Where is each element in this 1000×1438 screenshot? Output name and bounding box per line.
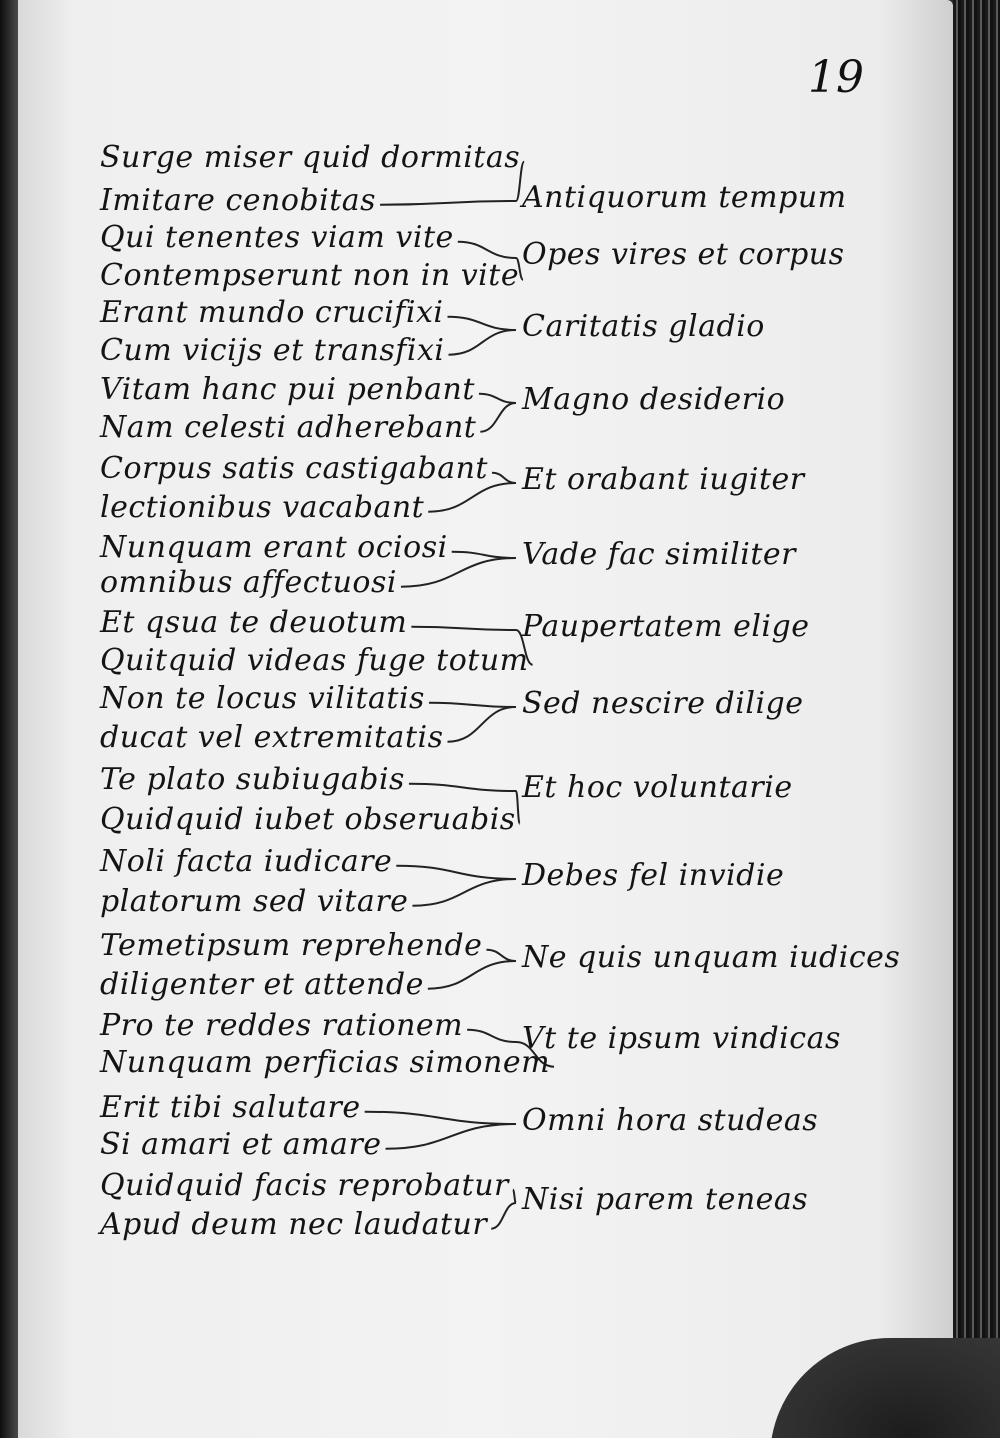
- verse-line: Surge miser quid dormitas: [100, 140, 521, 175]
- verse-line: Et hoc voluntarie: [522, 770, 793, 805]
- connector-stroke: [515, 257, 525, 281]
- connector-stroke: [427, 960, 517, 990]
- verse-line: Vade fac similiter: [522, 537, 796, 572]
- connector-stroke: [428, 482, 517, 513]
- page-edges: [953, 0, 1000, 1438]
- connector-stroke: [511, 1188, 517, 1204]
- verse-line: Magno desiderio: [522, 382, 786, 417]
- verse-line: Sed nescire dilige: [522, 686, 804, 721]
- connector-stroke: [408, 782, 517, 792]
- verse-line: Temetipsum reprehende: [100, 928, 483, 963]
- connector-stroke: [396, 864, 517, 880]
- verse-line: Nisi parem teneas: [522, 1182, 809, 1217]
- verse-line: Non te locus vilitatis: [100, 681, 425, 716]
- connector-stroke: [515, 160, 526, 202]
- verse-line: Caritatis gladio: [522, 309, 765, 344]
- connector-stroke: [447, 706, 517, 743]
- verse-line: Noli facta iudicare: [100, 844, 393, 879]
- verse-line: lectionibus vacabant: [100, 490, 425, 525]
- connector-stroke: [486, 948, 517, 962]
- verse-line: Nunquam erant ociosi: [100, 530, 448, 565]
- verse-line: Antiquorum tempum: [522, 180, 847, 215]
- verse-line: platorum sed vitare: [100, 884, 409, 919]
- connector-stroke: [447, 315, 517, 331]
- verse-line: Si amari et amare: [100, 1127, 382, 1162]
- manuscript-page: [18, 0, 953, 1438]
- connector-stroke: [451, 550, 517, 559]
- connector-stroke: [467, 1028, 517, 1043]
- verse-line: Te plato subiugabis: [100, 762, 405, 797]
- connector-stroke: [515, 629, 534, 666]
- verse-line: Ne quis unquam iudices: [522, 940, 901, 975]
- connector-stroke: [490, 1202, 517, 1230]
- verse-line: Et qsua te deuotum: [100, 605, 408, 640]
- connector-stroke: [380, 200, 517, 206]
- verse-line: Erant mundo crucifixi: [100, 295, 444, 330]
- verse-line: Opes vires et corpus: [522, 237, 845, 272]
- book-gutter: [0, 0, 18, 1438]
- connector-stroke: [364, 1110, 517, 1125]
- verse-line: Corpus satis castigabant: [100, 451, 488, 486]
- connector-stroke: [480, 402, 517, 433]
- verse-line: Omni hora studeas: [522, 1103, 819, 1138]
- verse-line: Quidquid iubet obseruabis: [100, 802, 516, 837]
- verse-line: Pro te reddes rationem: [100, 1008, 464, 1043]
- verse-line: Vitam hanc pui penbant: [100, 372, 475, 407]
- folio-number: 19: [808, 52, 864, 103]
- verse-line: omnibus affectuosi: [100, 565, 397, 600]
- connector-stroke: [515, 1041, 555, 1068]
- verse-line: Apud deum nec laudatur: [100, 1207, 488, 1242]
- connector-stroke: [411, 625, 517, 631]
- connector-stroke: [491, 471, 517, 484]
- verse-line: Et orabant iugiter: [522, 462, 805, 497]
- verse-line: Imitare cenobitas: [100, 183, 377, 218]
- connector-stroke: [385, 1123, 517, 1150]
- verse-line: ducat vel extremitatis: [100, 720, 444, 755]
- connector-stroke: [400, 557, 517, 588]
- verse-line: Quitquid videas fuge totum: [100, 643, 529, 678]
- verse-line: Quidquid facis reprobatur: [100, 1168, 509, 1203]
- connector-stroke: [412, 878, 517, 907]
- connector-stroke: [428, 701, 517, 708]
- verse-line: Debes fel invidie: [522, 858, 785, 893]
- connector-stroke: [457, 240, 517, 259]
- verse-line: diligenter et attende: [100, 967, 424, 1002]
- connector-stroke: [515, 790, 521, 825]
- connector-stroke: [478, 392, 517, 404]
- verse-line: Contempserunt non in vite: [100, 258, 520, 293]
- verse-line: Nunquam perficias simonem: [100, 1045, 551, 1080]
- verse-line: Paupertatem elige: [522, 609, 810, 644]
- verse-line: Erit tibi salutare: [100, 1090, 361, 1125]
- verse-line: Nam celesti adherebant: [100, 410, 477, 445]
- verse-line: Cum vicijs et transfixi: [100, 333, 445, 368]
- verse-line: Qui tenentes viam vite: [100, 220, 454, 255]
- verse-line: Vt te ipsum vindicas: [522, 1021, 841, 1056]
- connector-stroke: [448, 329, 517, 356]
